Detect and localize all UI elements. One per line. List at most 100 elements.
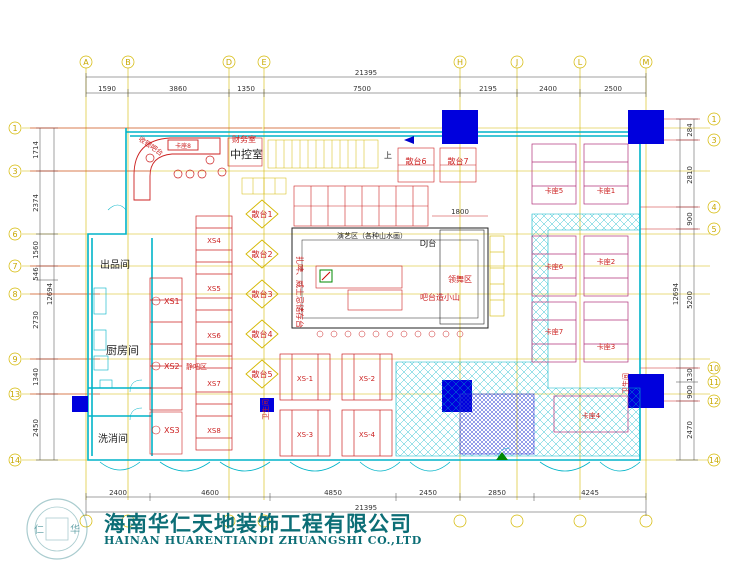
dim-bottom-2: 4600 [201,489,219,497]
top-dimension-chain [85,73,647,97]
logo-char-left: 仁 [34,524,44,536]
dim-right-5: 130 [686,368,694,381]
toilet-left-label: 卫生间 [261,399,270,420]
stage-marker-slash [321,271,331,281]
booth-label: XS4 [207,237,221,245]
stage-top-sofas [293,185,429,227]
dim-left-6: 1340 [32,368,40,386]
stair-up-label: 上 [384,151,392,160]
dim-bottom-1: 2400 [109,489,127,497]
dim-right-2: 2810 [686,166,694,184]
control-room-label: 中控室 [230,147,263,161]
booth-label: XS3 [164,426,180,435]
booth-label: XS-3 [297,431,313,439]
left-xs-icons [151,296,161,435]
card-seat-label: 卡座2 [597,257,615,266]
scatter-tables [245,199,279,389]
cashier-bar-curve [133,137,221,201]
dim-bottom-4: 2450 [419,489,437,497]
left-xs-lower-booth [149,411,183,455]
axis-row-label: 3 [711,136,716,145]
axis-row-label: 9 [12,355,17,364]
dim-right-6: 900 [686,385,694,398]
booth-label: XS7 [207,380,221,388]
logo-char-right: 华 [70,523,80,536]
axis-row-label: 1 [12,124,17,133]
dim-left-5: 2730 [32,311,40,329]
axis-row-label: 14 [709,456,719,465]
card-seat-label: 卡座3 [597,342,615,351]
toilet-right-label: 卫生间 [621,373,630,394]
yellow-seat-grid [241,177,287,195]
stage-right-bench [489,235,505,317]
stage-platform [291,227,489,329]
storefront-windows [99,461,641,472]
axis-row-label: 4 [711,203,716,212]
card-seat-label: 卡座6 [545,262,564,271]
center-xs-booths [279,353,393,457]
dj-booth-label: DJ台 [420,238,437,248]
dim-left-3: 1560 [32,241,40,259]
booth-label: XS1 [164,297,180,306]
mid-xs-booths [195,215,233,451]
axis-row-label: 13 [10,390,20,399]
right-axis-bubbles [707,112,721,467]
axis-row-label: 7 [12,262,17,271]
dim-left-7: 2450 [32,419,40,437]
bar-stools [145,153,227,179]
company-name-cn: 海南华仁天地装饰工程有限公司 [104,511,412,536]
axis-row-label: 12 [709,397,719,406]
axis-col-label: M [643,58,650,67]
card-seat-label: 卡座5 [545,186,563,195]
axis-row-label: 11 [709,378,719,387]
dance-area-label: 领舞区 [448,274,472,284]
axis-col-label: D [226,58,232,67]
axis-row-label: 14 [10,456,20,465]
axis-row-label: 1 [711,115,716,124]
card-seat-label: 卡座1 [597,186,615,195]
dim-top-4: 7500 [353,85,371,93]
table-label: 散台4 [251,329,272,339]
table-label: 散台2 [251,249,272,259]
finance-room-label: 财务室 [232,134,256,144]
axis-col-label: H [457,58,463,67]
stage-inner-bar [315,265,403,311]
dim-top-7: 2500 [604,85,622,93]
service-fixtures [93,204,127,389]
dim-top-2: 3860 [169,85,187,93]
washroom-label: 洗消间 [98,432,128,445]
table-label: 散台7 [447,156,468,166]
dim-right-3: 900 [686,212,694,225]
axis-col-label: E [261,58,266,67]
axis-col-label: A [83,58,89,67]
stage-area-label: 演艺区（各种山水画） [337,231,407,240]
table-label: 散台1 [251,209,272,219]
dispatch-room-label: 出品间 [100,258,130,271]
dim-left-2: 2374 [32,194,40,212]
tiled-floor [395,213,641,457]
axis-row-label: 8 [12,290,17,299]
booth-label: XS5 [207,285,221,293]
dim-stage-width: 1800 [451,208,469,216]
control-room-box [227,137,263,167]
bar-counter-label: 吧台造小山 [420,292,460,302]
quiet-bar-label: 静吧区 [186,362,207,371]
card-seat-label: 卡座7 [545,327,563,336]
company-logo: 仁 华 [26,498,88,560]
beer-storage-label: 扎啤、威士忌储存台 [295,256,305,328]
table-label: 散台5 [251,369,272,379]
card-seat-label: 卡座4 [582,411,601,420]
booth-label: XS6 [207,332,221,340]
top-axis-bubbles [79,55,653,69]
dim-bottom-6: 4245 [581,489,599,497]
dim-top-3: 1350 [237,85,255,93]
dim-right-7: 2470 [686,421,694,439]
axis-row-label: 5 [711,225,716,234]
axis-row-label: 6 [12,230,17,239]
stage-stools [316,330,464,338]
axis-row-label: 10 [709,364,719,373]
dim-top-1: 1590 [98,85,116,93]
axis-col-label: J [515,58,518,67]
dim-right-1: 284 [686,123,694,137]
